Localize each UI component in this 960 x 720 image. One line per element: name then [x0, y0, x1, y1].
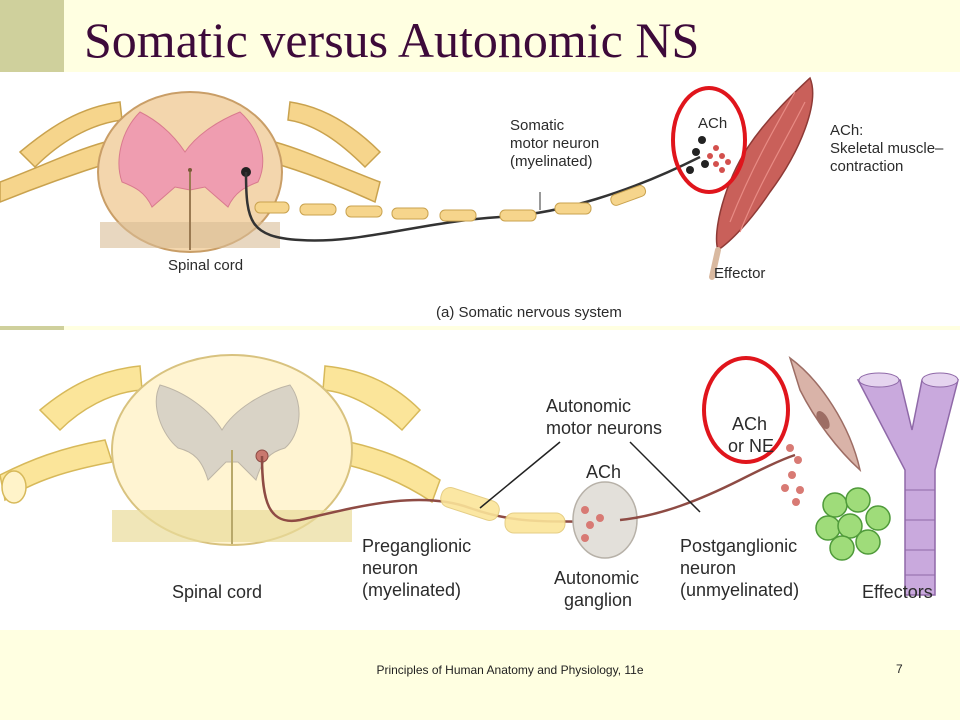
somatic-neuron-label-1: Somatic: [510, 117, 565, 134]
page-number: 7: [896, 662, 903, 676]
somatic-diagram: Spinal cord Somatic motor neuron (myelin…: [0, 76, 944, 321]
somatic-effector-label: Effector: [714, 265, 765, 282]
somatic-spinal-cord: [97, 91, 283, 253]
label-leader-lines: [479, 441, 701, 513]
section-divider: [0, 326, 64, 330]
somatic-nerve-roots: [0, 101, 382, 204]
somatic-spinal-cord-label: Spinal cord: [168, 257, 243, 274]
terminal-ach-label: ACh: [732, 414, 767, 434]
slide-title: Somatic versus Autonomic NS: [84, 12, 700, 68]
autonomic-motor-neurons-label-2: motor neurons: [546, 418, 662, 438]
autonomic-nerve-roots: [0, 365, 441, 504]
ganglion-label-2: ganglion: [564, 590, 632, 610]
somatic-effect-label-3: contraction: [830, 158, 903, 175]
postganglionic-label-3: (unmyelinated): [680, 580, 799, 600]
smooth-muscle-cell: [788, 356, 862, 473]
somatic-ach-label: ACh: [698, 115, 727, 132]
somatic-caption: (a) Somatic nervous system: [436, 304, 622, 321]
title-accent-bar: [0, 0, 64, 72]
preganglionic-label-1: Preganglionic: [362, 536, 471, 556]
postganglionic-label-1: Postganglionic: [680, 536, 797, 556]
cardiac-muscle-tube: [856, 372, 959, 596]
autonomic-ganglion: [572, 481, 638, 559]
somatic-effect-label-1: ACh:: [830, 122, 863, 139]
terminal-ne-label: or NE: [728, 436, 774, 456]
somatic-panel: Spinal cord Somatic motor neuron (myelin…: [0, 72, 960, 326]
autonomic-spinal-cord-label: Spinal cord: [172, 582, 262, 602]
footer-text: Principles of Human Anatomy and Physiolo…: [376, 663, 644, 677]
somatic-neuron-label-3: (myelinated): [510, 153, 593, 170]
effectors-label: Effectors: [862, 582, 933, 602]
preganglionic-label-3: (myelinated): [362, 580, 461, 600]
ganglion-ach-label: ACh: [586, 462, 621, 482]
autonomic-spinal-cord: [111, 354, 353, 546]
autonomic-diagram: Spinal cord Autonomic motor neurons ACh …: [0, 354, 959, 610]
preganglionic-label-2: neuron: [362, 558, 418, 578]
autonomic-panel: Spinal cord Autonomic motor neurons ACh …: [0, 330, 960, 630]
somatic-neuron-label-2: motor neuron: [510, 135, 599, 152]
somatic-effect-label-2: Skeletal muscle–: [830, 140, 944, 157]
autonomic-motor-neurons-label-1: Autonomic: [546, 396, 631, 416]
skeletal-muscle-effector: [709, 76, 814, 280]
somatic-motor-neuron: [241, 136, 731, 242]
gland-cells: [815, 487, 891, 561]
postganglionic-label-2: neuron: [680, 558, 736, 578]
preganglionic-neuron: [255, 449, 591, 534]
ach-highlight-circle: [671, 86, 747, 194]
postganglionic-neuron: [619, 444, 804, 522]
ganglion-label-1: Autonomic: [554, 568, 639, 588]
ach-ne-highlight-circle: [702, 356, 790, 464]
